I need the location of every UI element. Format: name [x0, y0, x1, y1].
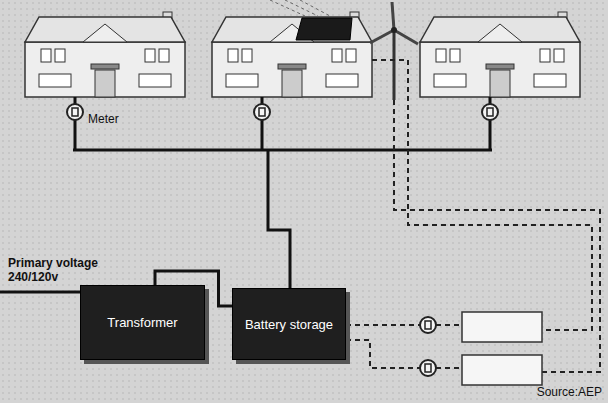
voltage-label: Primary voltage 240/120v	[8, 256, 120, 284]
source-note: Source:AEP	[537, 385, 602, 399]
battery-box: Battery storage	[232, 288, 346, 360]
transformer-box: Transformer	[80, 285, 205, 360]
node-label: Transformer	[107, 315, 177, 330]
node-label: Battery storage	[245, 317, 333, 332]
meter-label: Meter	[88, 112, 119, 126]
